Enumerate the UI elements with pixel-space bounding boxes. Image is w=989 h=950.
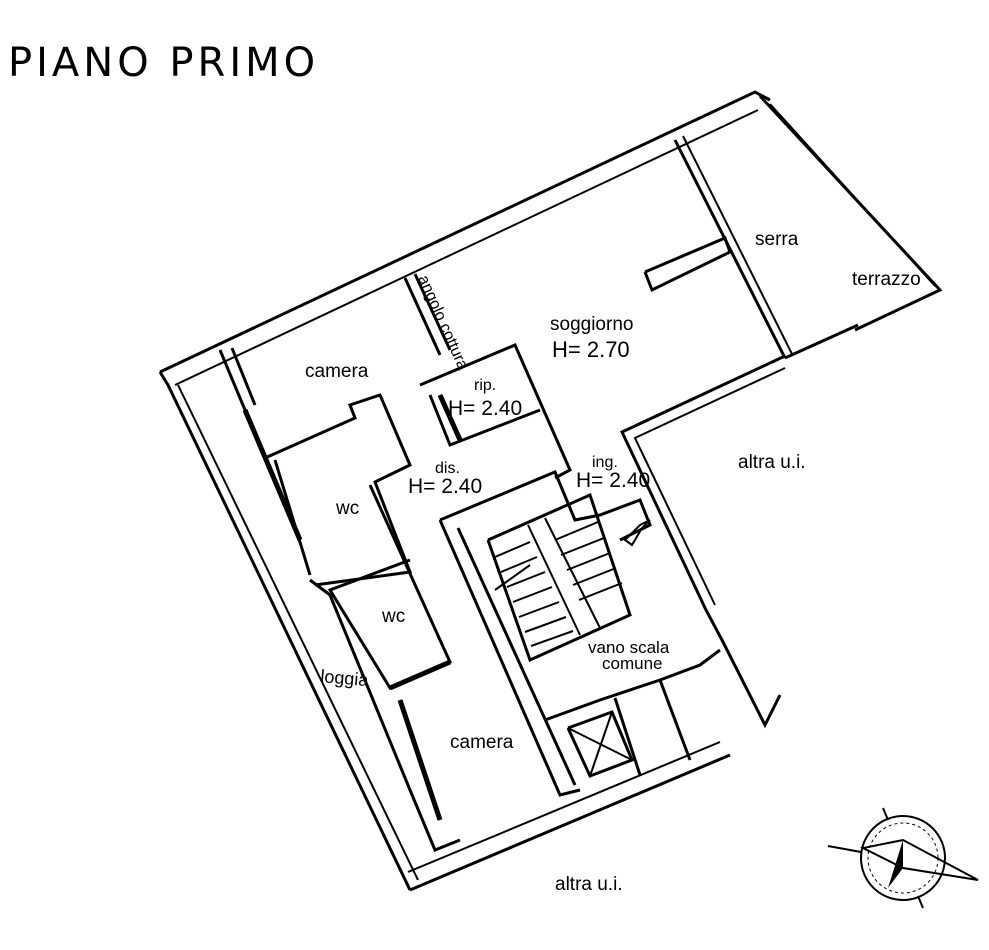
label-camera-bottom: camera bbox=[450, 732, 514, 753]
label-vano-scala: vano scala bbox=[588, 638, 670, 657]
label-wc-2: wc bbox=[381, 606, 405, 627]
compass-icon bbox=[827, 807, 979, 909]
label-ing-height: H= 2.40 bbox=[576, 469, 650, 492]
label-camera-top: camera bbox=[305, 361, 369, 382]
label-wc-1: wc bbox=[335, 498, 359, 519]
label-rip-height: H= 2.40 bbox=[448, 397, 522, 420]
label-altra-ui-right: altra u.i. bbox=[738, 452, 806, 473]
label-ing: ing. bbox=[592, 454, 618, 471]
outer-walls bbox=[158, 90, 943, 892]
stair-treads bbox=[494, 521, 623, 647]
label-soggiorno: soggiorno bbox=[550, 314, 633, 335]
plan-title: PIANO PRIMO bbox=[8, 40, 319, 86]
label-rip: rip. bbox=[474, 377, 496, 394]
label-comune: comune bbox=[602, 654, 662, 673]
label-angolo-cottura: angolo cottura bbox=[414, 273, 471, 373]
entrance-arrow-icon bbox=[623, 519, 651, 547]
label-terrazzo: terrazzo bbox=[852, 269, 921, 290]
label-loggia: loggia bbox=[320, 666, 371, 690]
label-altra-ui-bottom: altra u.i. bbox=[555, 874, 623, 895]
label-dis-height: H= 2.40 bbox=[408, 475, 482, 498]
label-dis: dis. bbox=[435, 460, 460, 477]
interior-walls bbox=[218, 273, 721, 852]
label-serra: serra bbox=[755, 229, 799, 250]
label-soggiorno-height: H= 2.70 bbox=[552, 337, 630, 362]
